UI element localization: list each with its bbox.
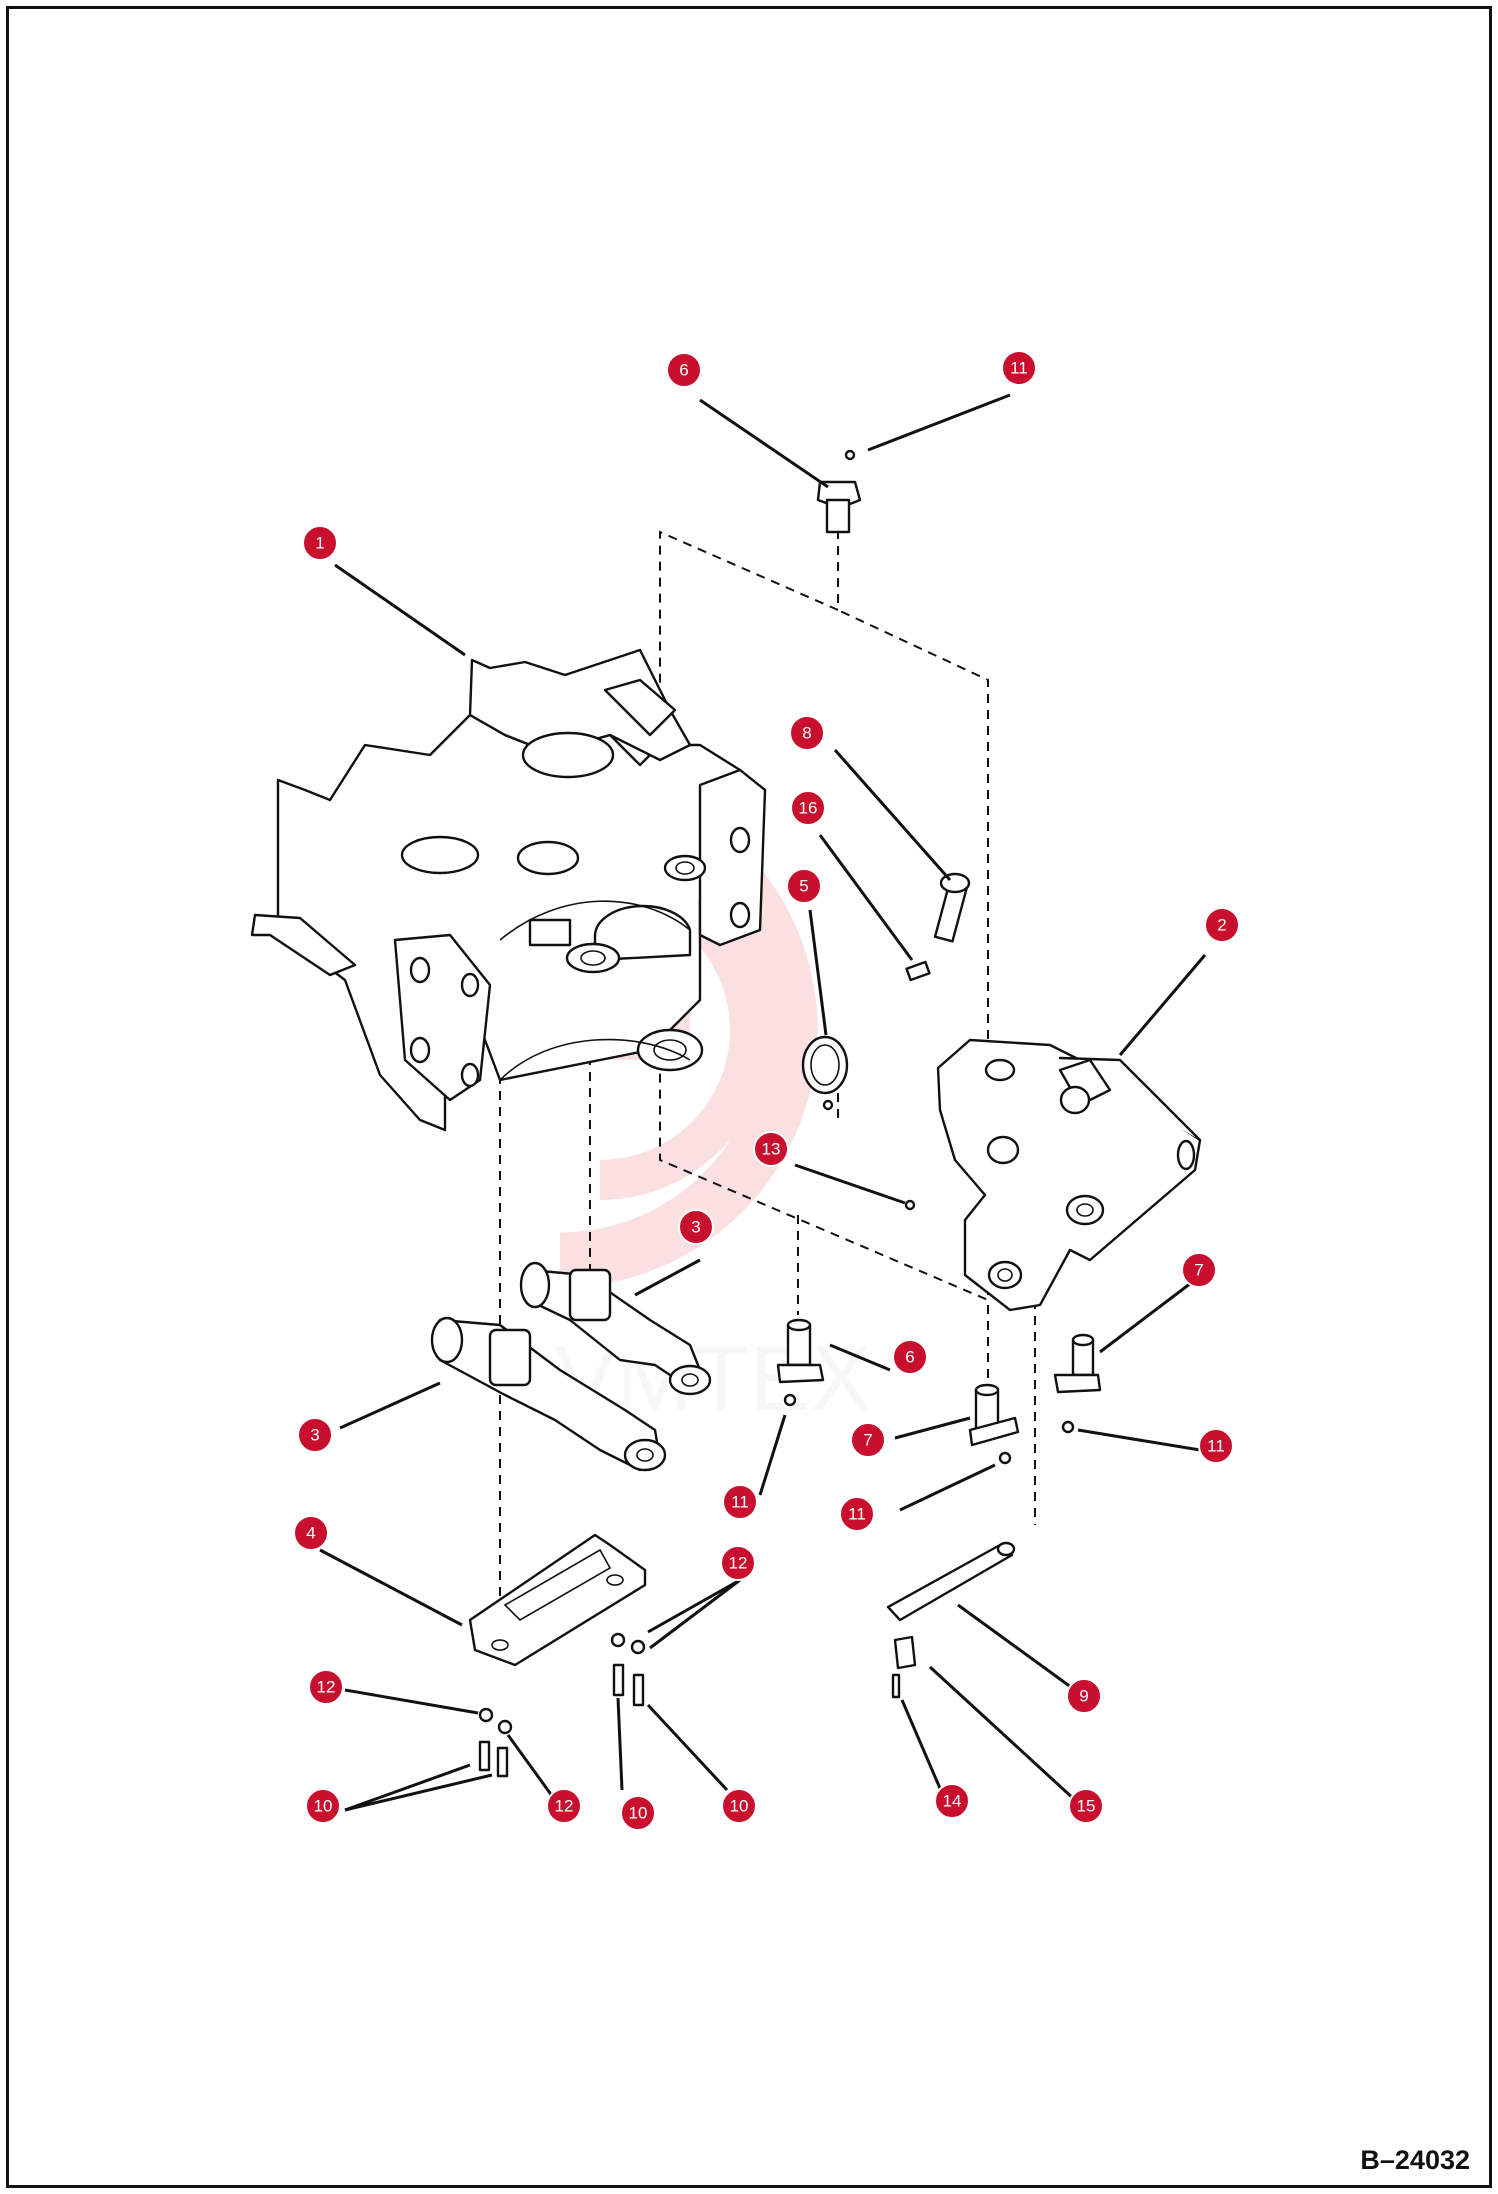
part-ring-5 — [801, 1035, 849, 1111]
part-pin-6-lower — [776, 1318, 825, 1384]
part-pin-7-right — [1053, 1333, 1102, 1394]
part-nuts-bolts — [478, 1393, 1075, 1778]
callout-11-center[interactable]: 11 — [722, 1484, 758, 1520]
callout-3-lower[interactable]: 3 — [297, 1417, 333, 1453]
callout-label: 12 — [317, 1678, 336, 1697]
part-pin-14 — [891, 1673, 901, 1699]
callout-label: 13 — [762, 1140, 781, 1159]
callout-4[interactable]: 4 — [293, 1515, 329, 1551]
callout-11-top[interactable]: 11 — [1001, 350, 1037, 386]
callout-10-center[interactable]: 10 — [620, 1795, 656, 1831]
callout-label: 7 — [1194, 1261, 1203, 1280]
callout-label: 10 — [730, 1797, 749, 1816]
part-swing-bracket — [936, 1038, 1202, 1312]
callout-12-center[interactable]: 12 — [720, 1545, 756, 1581]
callout-15[interactable]: 15 — [1068, 1788, 1104, 1824]
part-cylinder-lower — [430, 1316, 667, 1472]
figure-number: B–24032 — [1360, 2145, 1470, 2175]
callout-12-bottom[interactable]: 12 — [546, 1788, 582, 1824]
callout-10-left[interactable]: 10 — [305, 1788, 341, 1824]
callout-label: 8 — [802, 724, 811, 743]
callout-label: 9 — [1079, 1687, 1088, 1706]
callout-label: 3 — [310, 1426, 319, 1445]
callout-label: 11 — [848, 1505, 866, 1524]
drawing-border — [6, 6, 1492, 2188]
callout-8[interactable]: 8 — [789, 715, 825, 751]
callout-label: 11 — [731, 1493, 749, 1512]
callout-10-right[interactable]: 10 — [721, 1788, 757, 1824]
callout-label: 12 — [555, 1797, 574, 1816]
part-cylinder-upper — [519, 1261, 712, 1396]
callout-11-right[interactable]: 11 — [1198, 1428, 1234, 1464]
callout-label: 16 — [799, 799, 818, 818]
callout-label: 10 — [629, 1804, 648, 1823]
part-key-15 — [893, 1635, 917, 1670]
part-pin-7-left — [968, 1383, 1020, 1447]
callout-12-left[interactable]: 12 — [308, 1669, 344, 1705]
callout-11-lower[interactable]: 11 — [839, 1496, 875, 1532]
part-main-frame — [250, 648, 767, 1132]
callout-label: 11 — [1010, 359, 1028, 378]
callout-label: 1 — [315, 534, 324, 553]
callout-6-lower[interactable]: 6 — [892, 1339, 928, 1375]
callout-2[interactable]: 2 — [1204, 907, 1240, 943]
callout-6-top[interactable]: 6 — [666, 352, 702, 388]
callout-3-upper[interactable]: 3 — [678, 1209, 714, 1245]
callout-13[interactable]: 13 — [753, 1131, 789, 1167]
part-fitting-16 — [905, 960, 931, 982]
callout-label: 6 — [905, 1348, 914, 1367]
callout-label: 2 — [1217, 916, 1226, 935]
callout-label: 5 — [799, 877, 808, 896]
callout-14[interactable]: 14 — [934, 1783, 970, 1819]
callout-label: 7 — [863, 1431, 872, 1450]
callout-label: 14 — [943, 1792, 962, 1811]
part-fitting-13 — [904, 1199, 916, 1211]
leader-lines — [319, 393, 1207, 1812]
callout-16[interactable]: 16 — [790, 790, 826, 826]
callout-5[interactable]: 5 — [786, 868, 822, 904]
callout-7-left[interactable]: 7 — [850, 1422, 886, 1458]
callout-label: 10 — [314, 1797, 333, 1816]
callout-label: 4 — [306, 1524, 315, 1543]
callout-label: 15 — [1077, 1797, 1096, 1816]
callout-7-right[interactable]: 7 — [1181, 1252, 1217, 1288]
callout-label: 3 — [691, 1218, 700, 1237]
part-mounting-plate — [468, 1533, 647, 1667]
part-pin-8 — [933, 872, 971, 943]
callout-label: 6 — [679, 361, 688, 380]
callout-label: 12 — [729, 1554, 748, 1573]
part-pin-top — [816, 449, 862, 534]
part-shaft-9 — [886, 1541, 1016, 1622]
callout-9[interactable]: 9 — [1066, 1678, 1102, 1714]
callout-1[interactable]: 1 — [302, 525, 338, 561]
callout-label: 11 — [1207, 1437, 1225, 1456]
